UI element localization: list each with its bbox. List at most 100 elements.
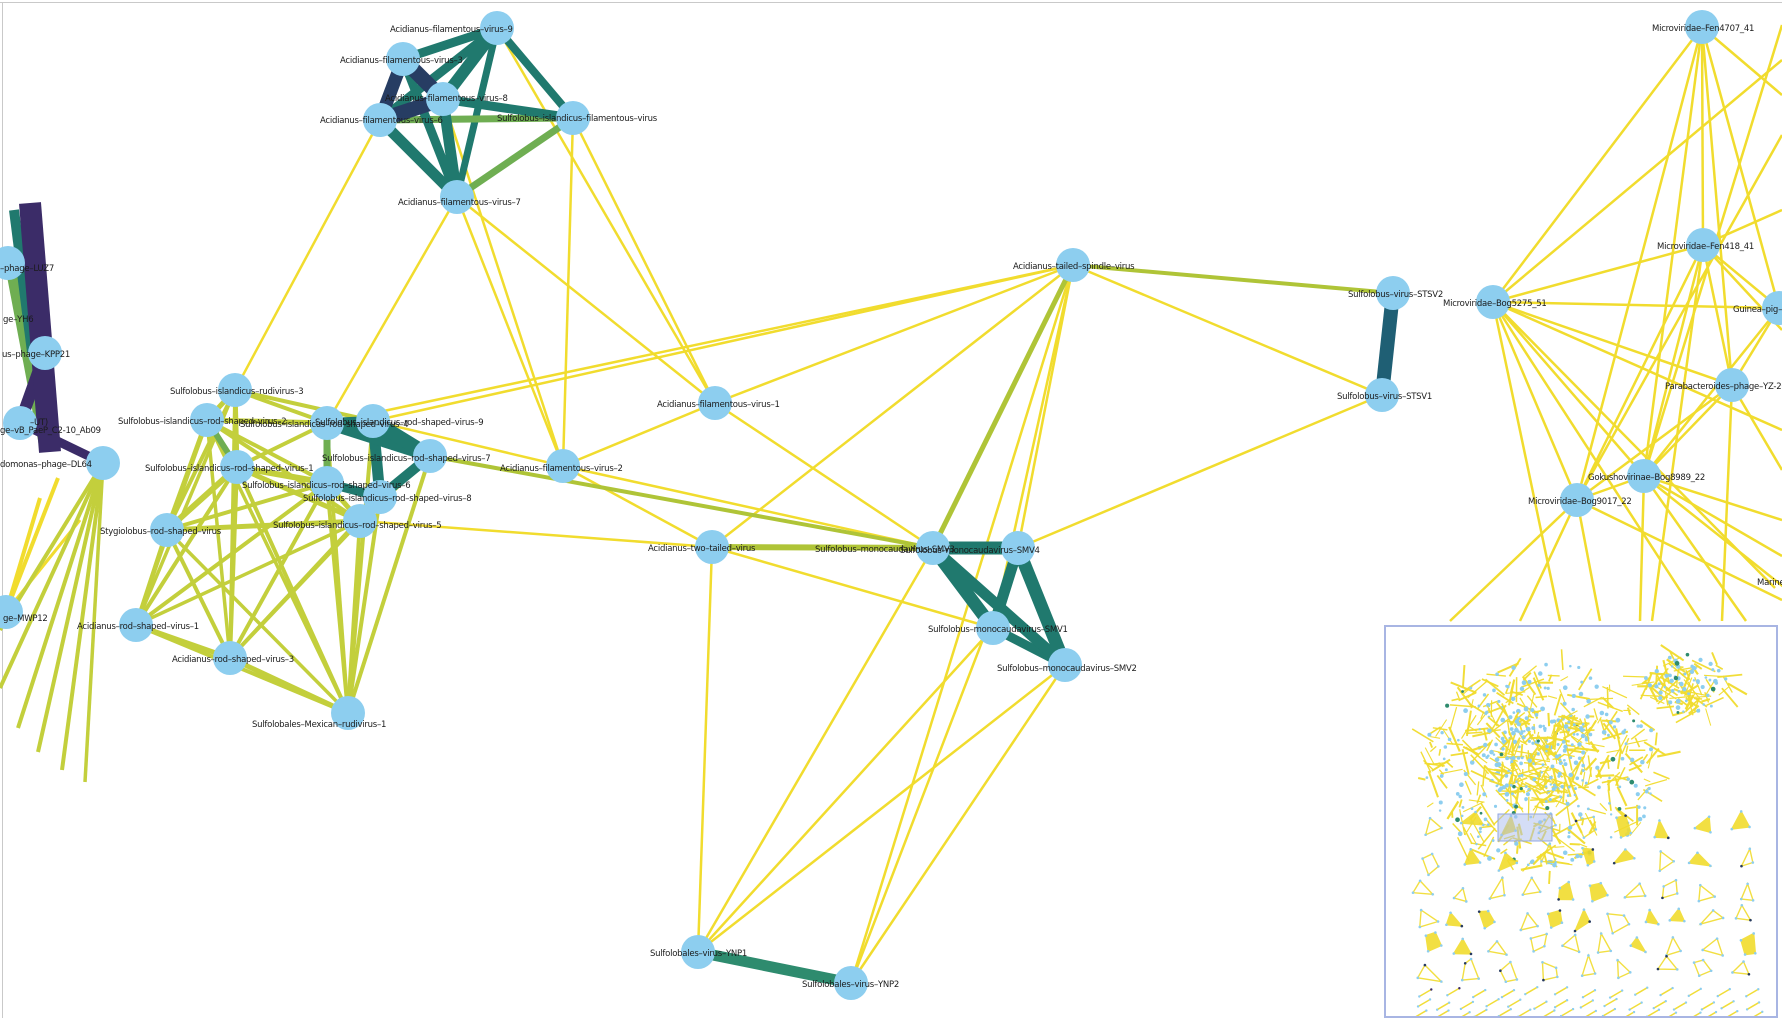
edge-sifv-afv2[interactable] xyxy=(561,117,575,467)
edge-afv2-attv[interactable] xyxy=(562,464,713,549)
node-afv8[interactable] xyxy=(426,82,460,116)
edge-guinea-bog8989[interactable] xyxy=(1643,307,1780,477)
node-bog5275[interactable] xyxy=(1476,285,1510,319)
edge-ynp1-ynp2[interactable] xyxy=(696,946,853,989)
edge-afv6-rud3[interactable] xyxy=(233,119,382,391)
edge-sirv4-atsv[interactable] xyxy=(326,263,1074,425)
node-stsv1[interactable] xyxy=(1365,378,1399,412)
edge-arsv3-smr1[interactable] xyxy=(228,655,350,716)
edge-sirv8-smr1[interactable] xyxy=(346,496,382,714)
edge-yz2015-bog8989[interactable] xyxy=(1643,384,1733,477)
edge-atsv-stsv1[interactable] xyxy=(1072,263,1383,397)
node-afv6[interactable] xyxy=(363,103,397,137)
node-afv9[interactable] xyxy=(480,11,514,45)
node-arsv3[interactable] xyxy=(213,641,247,675)
edge-atsv-smv3[interactable] xyxy=(930,263,1076,550)
node-smv3[interactable] xyxy=(916,531,950,565)
edge-stygio-sirv5[interactable] xyxy=(166,518,361,533)
edge-sirv9-smr1[interactable] xyxy=(346,420,375,714)
edge-fen4707-guinea[interactable] xyxy=(1700,26,1781,309)
edge-afv1-smv3[interactable] xyxy=(714,401,934,550)
node-ynp1[interactable] xyxy=(681,935,715,969)
edge-fen418-bog9017[interactable] xyxy=(1575,244,1705,501)
edge-fen4707-yz2015[interactable] xyxy=(1700,26,1734,386)
edge-afv9-sifv[interactable] xyxy=(493,25,577,121)
edge-afv8-sifv[interactable] xyxy=(442,94,574,123)
edge-sirv6-arsv1[interactable] xyxy=(134,481,329,627)
node-attv[interactable] xyxy=(695,530,729,564)
edge-attv-smv1[interactable] xyxy=(711,545,994,630)
edge-smv1-ynp1[interactable] xyxy=(697,627,994,953)
edge-sirv5-arsv3[interactable] xyxy=(228,519,362,660)
edge-bog5275-bog8989[interactable] xyxy=(1492,301,1645,477)
node-sifv[interactable] xyxy=(556,101,590,135)
edge-smv3-ynp1[interactable] xyxy=(696,547,935,953)
edge-stygio-arsv3[interactable] xyxy=(165,529,232,659)
node-kpp21[interactable] xyxy=(28,336,62,370)
node-bog9017[interactable] xyxy=(1560,483,1594,517)
node-smv1[interactable] xyxy=(976,611,1010,645)
edge-rud3-sirv9[interactable] xyxy=(234,388,374,423)
node-rud3[interactable] xyxy=(218,373,252,407)
edge-atsv-stsv2[interactable] xyxy=(1072,263,1394,295)
node-smv4[interactable] xyxy=(1001,531,1035,565)
edge-sirv1-arsv3[interactable] xyxy=(228,466,239,659)
edge-sirv2-sirv5[interactable] xyxy=(205,418,362,523)
node-fen4707[interactable] xyxy=(1685,10,1719,44)
node-yz2015[interactable] xyxy=(1715,368,1749,402)
node-guinea[interactable] xyxy=(1762,291,1782,325)
edge-sirv2-arsv3[interactable] xyxy=(205,419,232,659)
node-fen418[interactable] xyxy=(1686,228,1720,262)
node-afv7[interactable] xyxy=(440,180,474,214)
edge-sifv-afv1[interactable] xyxy=(571,117,717,404)
edge-atsv-ynp2[interactable] xyxy=(849,264,1075,984)
node-sirv7[interactable] xyxy=(413,439,447,473)
node-sirv5[interactable] xyxy=(343,504,377,538)
node-sirv4[interactable] xyxy=(310,406,344,440)
edge-afv9-afv7[interactable] xyxy=(453,27,501,198)
edge-sirv5-attv[interactable] xyxy=(359,519,713,549)
node-afv3[interactable] xyxy=(386,42,420,76)
edge-sirv2-sirv4[interactable] xyxy=(206,417,328,426)
edge-sirv7-smv3[interactable] xyxy=(429,454,934,550)
edge-sirv1-sirv5[interactable] xyxy=(235,464,362,524)
edge-smv2-ynp1[interactable] xyxy=(697,664,1066,953)
edge-sirv7-smr1[interactable] xyxy=(346,455,432,714)
minimap-viewport[interactable] xyxy=(1497,813,1553,842)
edge-afv9-afv1[interactable] xyxy=(495,27,717,404)
node-sirv8[interactable] xyxy=(363,480,397,514)
edge-stsv2-stsv1[interactable] xyxy=(1375,292,1400,396)
edge-smv2-ynp2[interactable] xyxy=(849,664,1067,984)
edge-sirv5-arsv1[interactable] xyxy=(135,519,361,627)
minimap-panel[interactable] xyxy=(1384,625,1778,1018)
edge-stygio-sirv6[interactable] xyxy=(166,481,328,532)
node-sirv9[interactable] xyxy=(356,404,390,438)
edge-fen4707-fen418[interactable] xyxy=(1700,26,1705,246)
edge-attv-ynp1[interactable] xyxy=(696,546,714,953)
node-bog8989[interactable] xyxy=(1627,459,1661,493)
node-ynp2[interactable] xyxy=(834,966,868,1000)
edge-afv6-afv7[interactable] xyxy=(376,116,461,201)
edge-bog5275-fen4707[interactable] xyxy=(1492,26,1703,303)
edge-smv4-smv2[interactable] xyxy=(1011,545,1072,668)
edge-atsv-attv[interactable] xyxy=(711,264,1074,548)
edge-sirv1-arsv1[interactable] xyxy=(134,465,239,627)
node-stygio[interactable] xyxy=(150,513,184,547)
edge-afv6-sifv[interactable] xyxy=(379,114,574,124)
node-stsv2[interactable] xyxy=(1376,276,1410,310)
node-wmp12[interactable] xyxy=(0,595,23,629)
edge-afv8-afv2[interactable] xyxy=(441,98,565,467)
node-smr1[interactable] xyxy=(331,696,365,730)
edge-afv3-afv7[interactable] xyxy=(398,57,462,199)
node-sirv2[interactable] xyxy=(190,403,224,437)
edge-rud3-stygio[interactable] xyxy=(165,389,237,531)
edge-sirv9-atsv[interactable] xyxy=(372,263,1074,423)
node-sirv1[interactable] xyxy=(220,450,254,484)
edge-bog5275-guinea[interactable] xyxy=(1492,300,1780,310)
edge-fen4707-bog8989[interactable] xyxy=(1642,26,1704,477)
edge-sirv9-afv2[interactable] xyxy=(372,419,564,468)
edge-bog5275-yz2015[interactable] xyxy=(1492,300,1733,387)
edge-afv1-atsv[interactable] xyxy=(714,263,1074,405)
node-luz7[interactable] xyxy=(0,246,25,280)
